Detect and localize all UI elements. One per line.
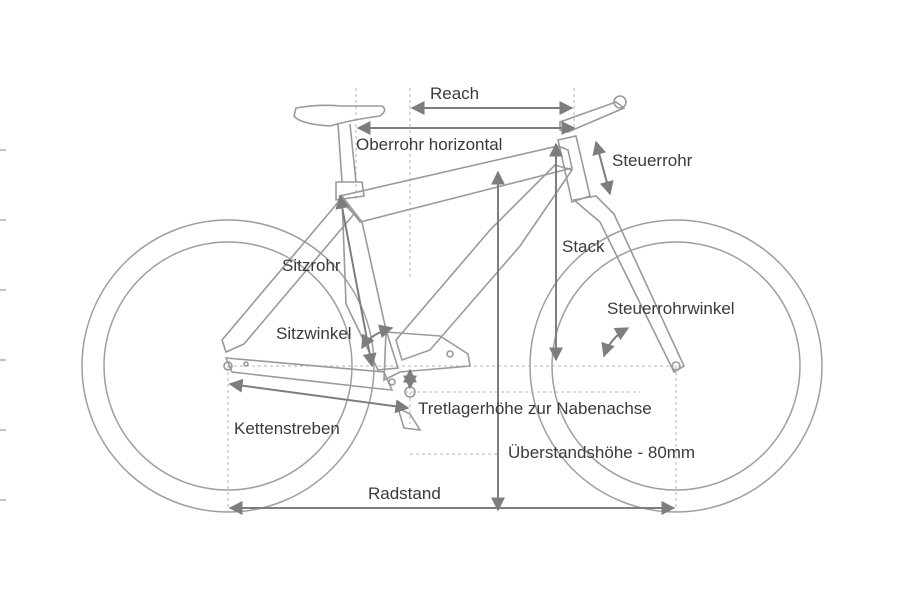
dimension-arrows [228, 101, 676, 515]
seat-angle-label: Sitzwinkel [276, 324, 352, 343]
edge-ticks [0, 149, 6, 501]
seat-angle-arc [361, 324, 394, 350]
reach-label: Reach [430, 84, 480, 103]
head-angle-label: Steuerrohrwinkel [607, 299, 735, 318]
head-tube-label: Steuerrohr [612, 151, 693, 170]
chainstay-arrow [228, 378, 410, 414]
reference-lines [227, 88, 680, 512]
chainstays-label: Kettenstreben [234, 419, 340, 438]
head-tube-arrow [592, 140, 614, 196]
stack-label: Stack [562, 237, 605, 256]
standover-label: Überstandshöhe - 80mm [508, 443, 696, 462]
seat-tube-label: Sitzrohr [282, 256, 341, 275]
head-angle-arc [601, 327, 630, 358]
top-tube-label: Oberrohr horizontal [356, 135, 503, 154]
wheelbase-label: Radstand [368, 484, 441, 503]
bb-height-label: Tretlagerhöhe zur Nabenachse [418, 399, 652, 418]
